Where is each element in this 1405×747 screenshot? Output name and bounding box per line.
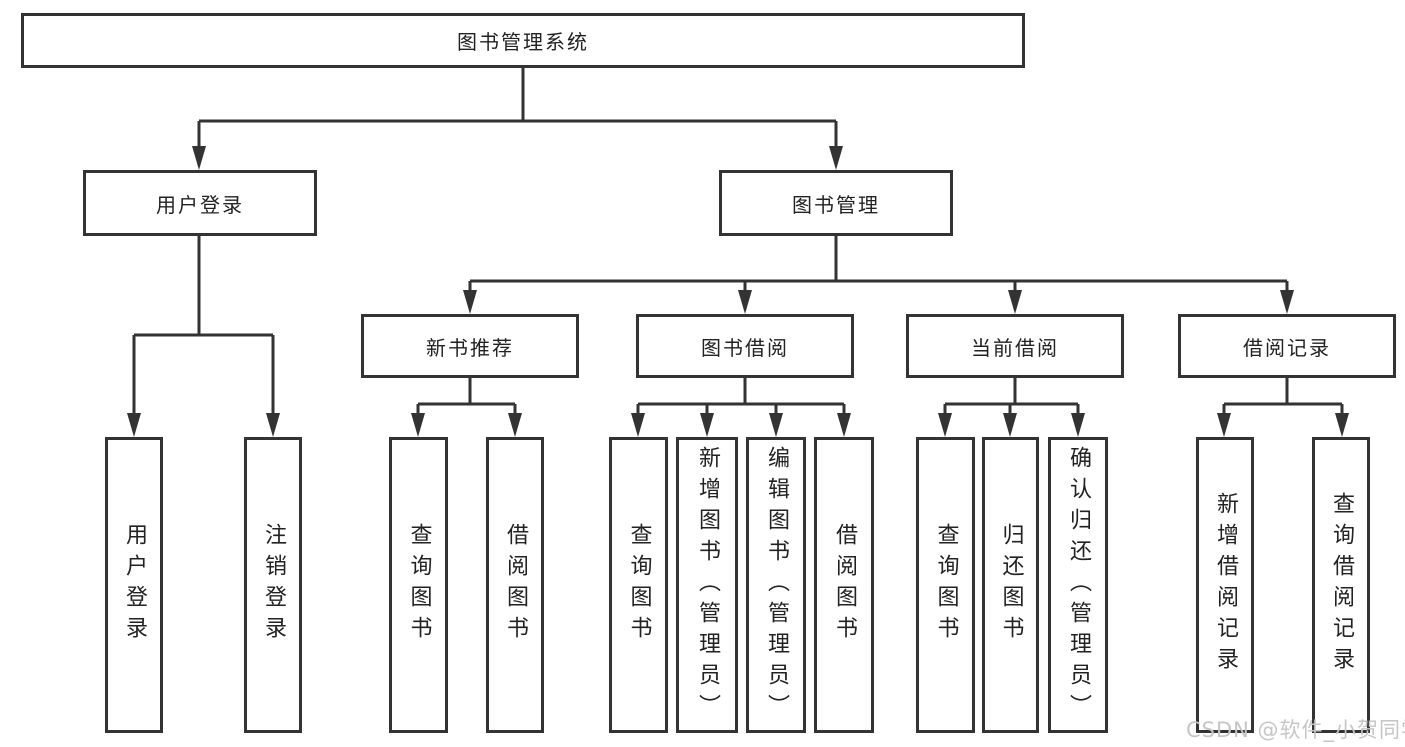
arrowhead xyxy=(837,413,851,437)
node-label: 图书借阅 xyxy=(701,335,789,360)
node-label: 借阅图书 xyxy=(503,523,528,647)
node-label: 注销登录 xyxy=(261,523,286,647)
node-new-book-recommend: 新书推荐 xyxy=(361,314,579,378)
node-label: 查询借阅记录 xyxy=(1329,492,1354,678)
arrowhead xyxy=(700,413,714,437)
arrowhead xyxy=(829,146,843,170)
leaf-edit-book-admin: 编辑图书（管理员） xyxy=(746,437,806,733)
connector-book-borrowing-to-leaves xyxy=(631,378,851,437)
leaf-borrow-books-recommend: 借阅图书 xyxy=(486,437,544,733)
node-label: 查询图书 xyxy=(626,523,652,647)
leaf-return-books: 归还图书 xyxy=(982,437,1039,733)
node-book-management-branch: 图书管理 xyxy=(719,170,953,236)
leaf-query-borrow-record: 查询借阅记录 xyxy=(1312,437,1370,733)
node-current-borrowing: 当前借阅 xyxy=(906,314,1124,378)
leaf-query-books-recommend: 查询图书 xyxy=(389,437,448,733)
arrowhead xyxy=(769,413,783,437)
connector-current-borrowing-to-leaves xyxy=(938,378,1085,437)
leaf-add-borrow-record: 新增借阅记录 xyxy=(1196,437,1254,733)
leaf-query-books-borrowing: 查询图书 xyxy=(609,437,668,733)
node-label: 归还图书 xyxy=(998,523,1024,647)
arrowhead xyxy=(738,290,752,314)
node-label: 新增图书（管理员） xyxy=(695,445,720,725)
arrowhead xyxy=(1008,290,1022,314)
node-label: 用户登录 xyxy=(156,192,244,217)
arrowhead xyxy=(266,413,280,437)
arrowhead xyxy=(631,413,645,437)
node-label: 新增借阅记录 xyxy=(1213,492,1238,678)
arrowhead xyxy=(411,413,425,437)
arrowhead xyxy=(127,413,141,437)
node-borrowing-records: 借阅记录 xyxy=(1178,314,1396,378)
connector-new-book-recommend-to-leaves xyxy=(411,378,522,437)
leaf-logout: 注销登录 xyxy=(244,437,302,733)
arrowhead xyxy=(463,290,477,314)
arrowhead xyxy=(1071,413,1085,437)
node-label: 编辑图书（管理员） xyxy=(764,445,789,725)
arrowhead xyxy=(1217,413,1231,437)
node-label: 新书推荐 xyxy=(426,335,514,360)
connector-book-management-to-level3 xyxy=(463,236,1294,314)
node-root: 图书管理系统 xyxy=(21,13,1025,68)
connector-borrowing-records-to-leaves xyxy=(1217,378,1349,437)
leaf-confirm-return-admin: 确认归还（管理员） xyxy=(1048,437,1108,733)
node-label: 借阅记录 xyxy=(1243,335,1331,360)
connector-root-to-level2 xyxy=(192,68,843,170)
node-label: 确认归还（管理员） xyxy=(1066,445,1091,725)
node-user-login-branch: 用户登录 xyxy=(83,170,317,236)
arrowhead xyxy=(1335,413,1349,437)
leaf-query-books-current: 查询图书 xyxy=(916,437,975,733)
leaf-borrow-books-borrowing: 借阅图书 xyxy=(814,437,874,733)
node-label: 查询图书 xyxy=(933,523,959,647)
node-book-borrowing: 图书借阅 xyxy=(636,314,854,378)
connector-user-login-to-leaves xyxy=(127,236,280,437)
node-label: 借阅图书 xyxy=(832,523,857,647)
node-label: 当前借阅 xyxy=(971,335,1059,360)
arrowhead xyxy=(192,146,206,170)
leaf-user-login: 用户登录 xyxy=(105,437,163,733)
arrowhead xyxy=(1280,290,1294,314)
node-label: 图书管理系统 xyxy=(457,30,589,54)
arrowhead xyxy=(508,413,522,437)
csdn-watermark: CSDN @软件_小贺同学 xyxy=(1186,718,1405,742)
arrowhead xyxy=(1003,413,1017,437)
arrowhead xyxy=(938,413,952,437)
leaf-add-book-admin: 新增图书（管理员） xyxy=(676,437,738,733)
node-label: 查询图书 xyxy=(406,523,432,647)
node-label: 图书管理 xyxy=(792,192,880,217)
node-label: 用户登录 xyxy=(122,523,147,647)
